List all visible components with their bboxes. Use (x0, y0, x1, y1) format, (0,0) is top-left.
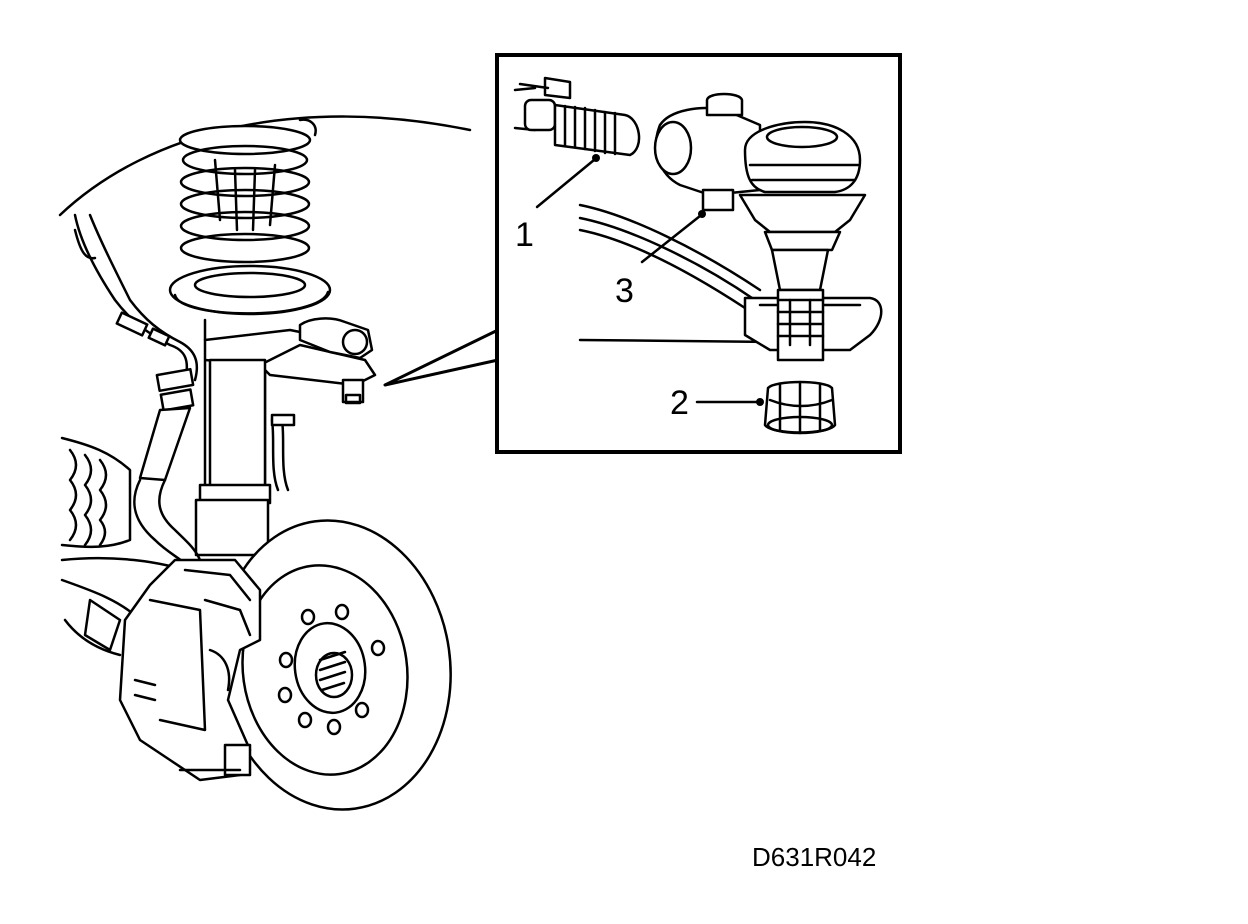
inset-tie-rod (513, 76, 641, 157)
brake-caliper (118, 558, 262, 782)
brake-hose (133, 367, 202, 572)
figure-code: D631R042 (752, 842, 876, 872)
callout-2-label: 2 (670, 384, 689, 422)
spring-seat (168, 264, 332, 316)
sensor-cable (73, 213, 296, 492)
callout-1: 1 (515, 154, 600, 254)
callout-2: 2 (670, 384, 764, 422)
strut-body (194, 318, 377, 557)
strut-bracket-ball-joint (298, 317, 374, 405)
inset-tie-rod-end (653, 92, 762, 212)
inset-ball-joint (738, 120, 867, 362)
callout-3-label: 3 (615, 272, 634, 310)
callout-3: 3 (615, 210, 706, 310)
coil-spring (178, 118, 317, 264)
zoom-pointer (383, 328, 500, 387)
brake-disc (218, 519, 452, 811)
inset-nut (763, 380, 837, 435)
driveshaft-boot (60, 436, 202, 657)
callout-1-label: 1 (515, 216, 534, 254)
